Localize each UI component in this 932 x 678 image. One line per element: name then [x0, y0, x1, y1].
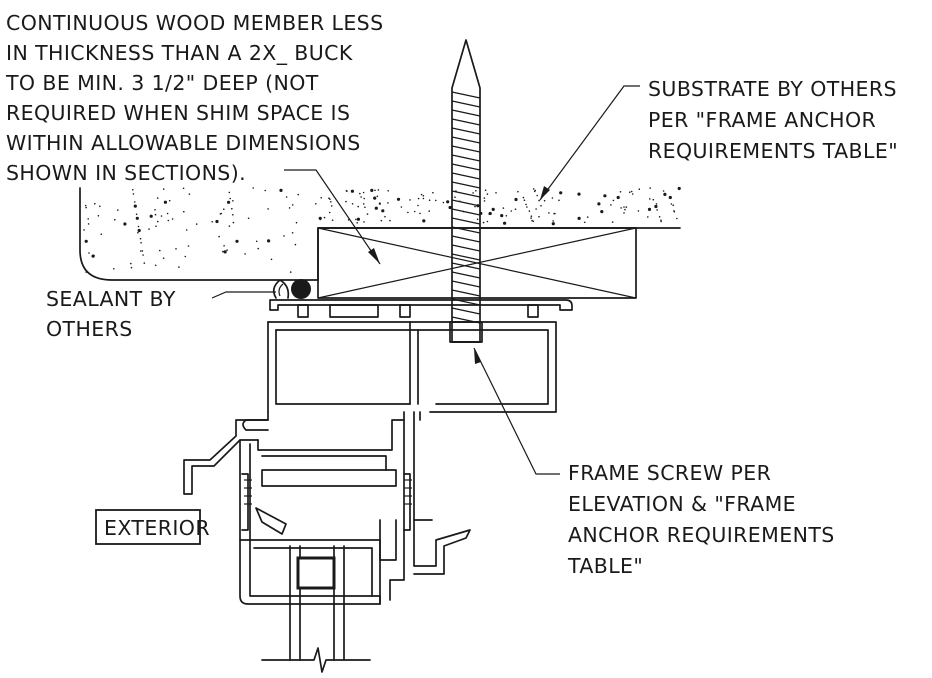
- frame-flange: [269, 299, 573, 318]
- frame-screw-note-line-3: ANCHOR REQUIREMENTS: [568, 523, 835, 547]
- exterior-tag: EXTERIOR: [95, 509, 210, 545]
- wood-member-note-line-3: TO BE MIN. 3 1/2" DEEP (NOT: [5, 71, 319, 95]
- wood-member-note-line-2: IN THICKNESS THAN A 2X_ BUCK: [6, 41, 353, 66]
- sealant-joint: [272, 279, 311, 299]
- frame-screw-note-line-1: FRAME SCREW PER: [568, 461, 771, 485]
- wood-member-note-line-1: CONTINUOUS WOOD MEMBER LESS: [6, 11, 384, 35]
- glazing-unit: [261, 545, 371, 673]
- wood-buck: [317, 227, 637, 299]
- sealant-note-line-2: OTHERS: [46, 317, 133, 341]
- leader-lines: [211, 85, 640, 475]
- exterior-tag-label: EXTERIOR: [104, 516, 210, 540]
- concrete-substrate: [79, 186, 681, 281]
- wood-member-note-line-6: SHOWN IN SECTIONS).: [6, 161, 246, 185]
- concrete-stipple: [83, 186, 681, 273]
- substrate-note-line-1: SUBSTRATE BY OTHERS: [648, 77, 897, 101]
- substrate-note-line-3: REQUIREMENTS TABLE": [648, 139, 898, 163]
- frame-screw-note-line-2: ELEVATION & "FRAME: [568, 492, 796, 516]
- frame-screw-note-line-4: TABLE": [567, 554, 643, 578]
- wood-member-note-line-4: REQUIRED WHEN SHIM SPACE IS: [6, 101, 350, 125]
- sealant-note-line-1: SEALANT BY: [46, 287, 176, 311]
- window-frame-extrusion: [183, 321, 557, 605]
- substrate-note-line-2: PER "FRAME ANCHOR: [648, 108, 876, 132]
- wood-member-note-line-5: WITHIN ALLOWABLE DIMENSIONS: [6, 131, 361, 155]
- frame-screw: [449, 39, 483, 343]
